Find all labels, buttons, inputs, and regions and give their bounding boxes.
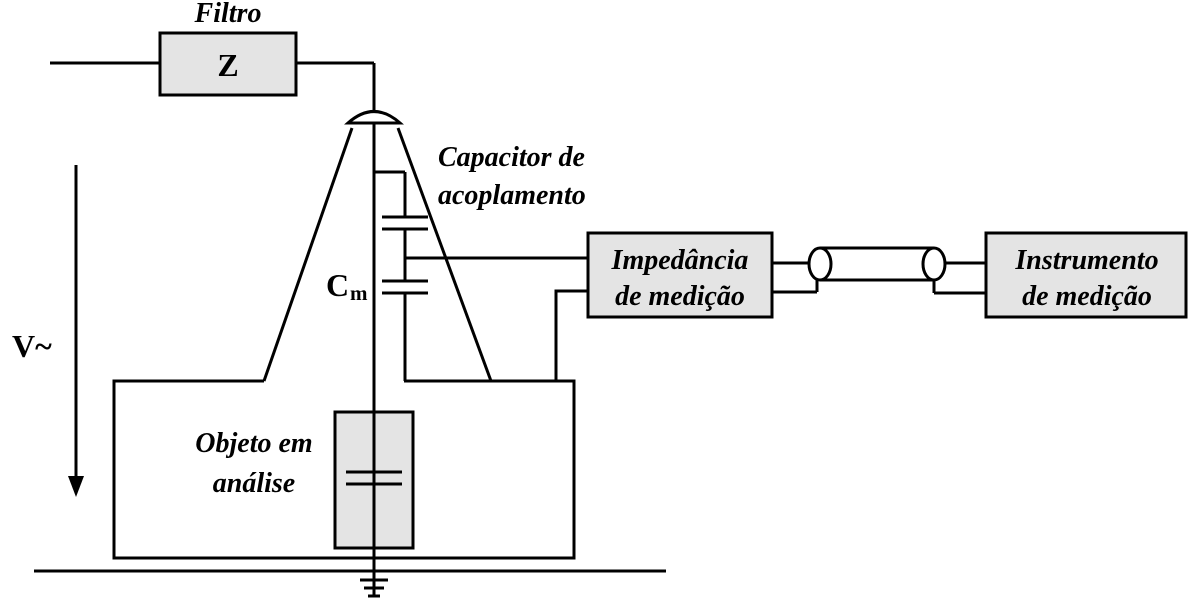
instrument-label-2: de medição: [1022, 281, 1152, 312]
cm-subscript: m: [350, 281, 368, 305]
return-wire: [554, 289, 588, 381]
bushing-top: [344, 110, 404, 125]
bushing-right-edge: [396, 127, 493, 382]
test-object-label-2: análise: [213, 468, 295, 499]
voltage-label: V~: [12, 328, 52, 364]
coupling-capacitor-label-2: acoplamento: [438, 180, 586, 211]
impedance-label-1: Impedância: [611, 245, 749, 276]
voltage-arrow-head: [68, 476, 84, 497]
instrument-label-1: Instrumento: [1014, 245, 1158, 276]
test-object-label-1: Objeto em: [195, 428, 312, 459]
impedance-label-2: de medição: [615, 281, 745, 312]
coax-left-end: [807, 246, 833, 282]
bushing-left-edge: [262, 127, 354, 382]
filter-box: [158, 31, 298, 97]
coax-right-end: [921, 246, 947, 282]
cm-label: C: [326, 267, 349, 303]
measuring-impedance-box: [586, 231, 774, 319]
coupling-capacitor-label-1: Capacitor de: [438, 142, 585, 173]
tank-outline: [112, 379, 576, 560]
filter-title: Filtro: [194, 0, 262, 29]
measuring-instrument-box: [984, 231, 1188, 319]
filter-symbol: Z: [217, 47, 238, 83]
